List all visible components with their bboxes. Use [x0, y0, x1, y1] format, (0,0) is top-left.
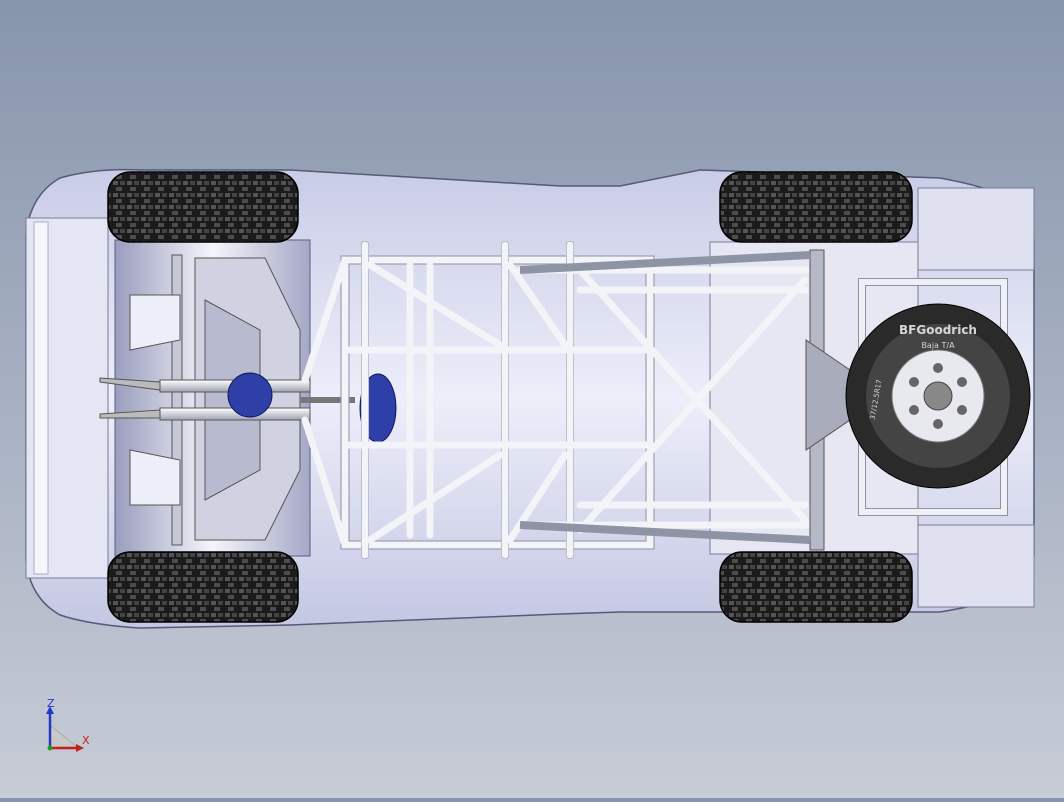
- spare-tire-model: Baja T/A: [921, 341, 955, 350]
- z-axis-label: Z: [47, 697, 55, 710]
- front-right-tire: [107, 551, 299, 623]
- rear-left-tire: [719, 171, 913, 243]
- front-left-tire: [107, 171, 299, 243]
- roll-cage-frame: [301, 241, 814, 559]
- spare-tire: [845, 303, 1031, 489]
- coordinate-triad: [46, 706, 84, 752]
- rear-body-panel: [917, 187, 1035, 271]
- rear-axle: [519, 249, 851, 551]
- front-suspension: [99, 254, 397, 546]
- x-axis-label: X: [82, 734, 90, 747]
- rear-right-tire: [719, 551, 913, 623]
- spare-tire-brand: BFGoodrich: [899, 323, 977, 337]
